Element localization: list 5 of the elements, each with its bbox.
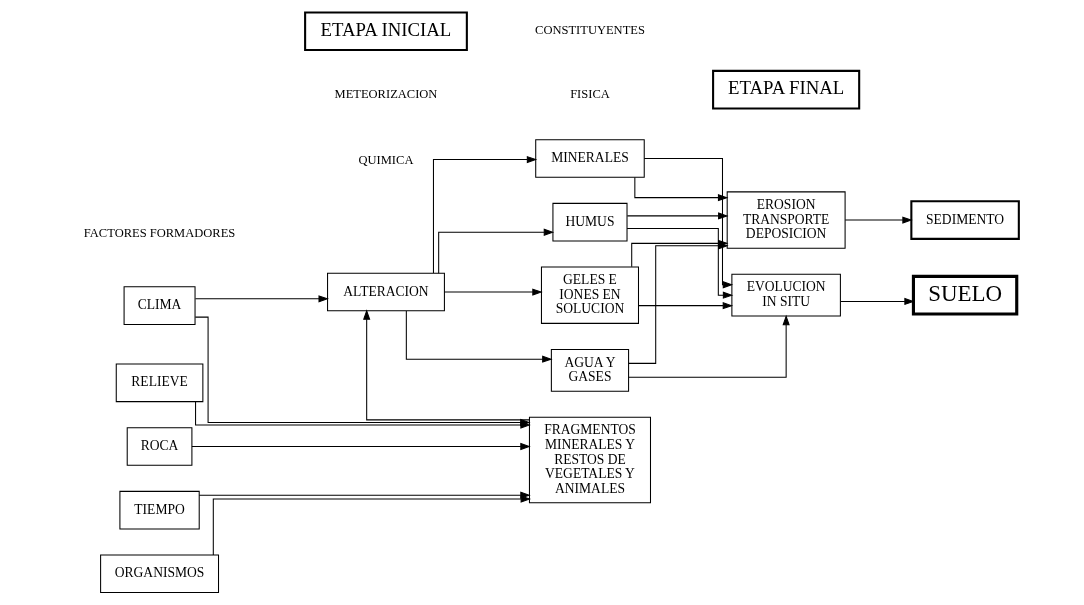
label: CONSTITUYENTES — [534, 23, 645, 38]
label: QUIMICA — [358, 152, 413, 167]
label: METEORIZACION — [334, 87, 437, 102]
label: FISICA — [569, 87, 610, 102]
label: FACTORES FORMADORES — [83, 225, 235, 240]
